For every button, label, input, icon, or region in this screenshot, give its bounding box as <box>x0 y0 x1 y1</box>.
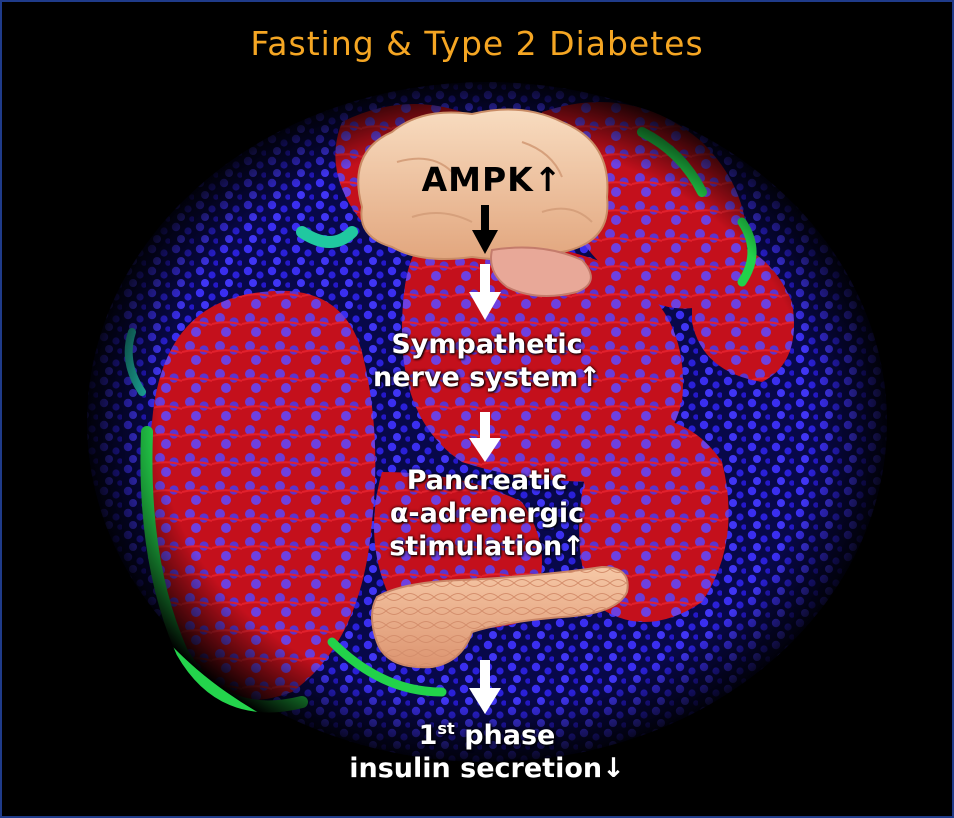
pancreas-icon <box>371 565 629 669</box>
insulin-phase-sup: st <box>437 719 455 738</box>
sympathetic-label: Sympathetic nerve system↑ <box>287 328 687 394</box>
arrow-to-sympathetic <box>469 264 501 320</box>
pancreatic-line-2: α-adrenergic <box>389 498 585 529</box>
insulin-phase-number: 1 <box>418 720 438 751</box>
sympathetic-line-1: Sympathetic <box>391 329 583 360</box>
arrow-to-insulin <box>469 660 501 714</box>
pancreatic-line-3: stimulation↑ <box>389 531 585 562</box>
figure-title: Fasting & Type 2 Diabetes <box>250 24 704 63</box>
insulin-line-2: insulin secretion↓ <box>349 753 625 784</box>
insulin-line-1: 1st phase <box>287 712 687 752</box>
insulin-label: 1st phase insulin secretion↓ <box>287 712 687 785</box>
pancreatic-label: Pancreatic α-adrenergic stimulation↑ <box>287 464 687 563</box>
insulin-phase-rest: phase <box>454 720 556 751</box>
sympathetic-line-2: nerve system↑ <box>373 362 601 393</box>
ampk-label: AMPK↑ <box>421 160 563 199</box>
arrow-to-pancreatic <box>469 412 501 462</box>
brain-icon <box>357 108 609 297</box>
pancreatic-line-1: Pancreatic <box>406 465 568 496</box>
arrow-ampk-to-sympathetic-black <box>472 205 498 254</box>
